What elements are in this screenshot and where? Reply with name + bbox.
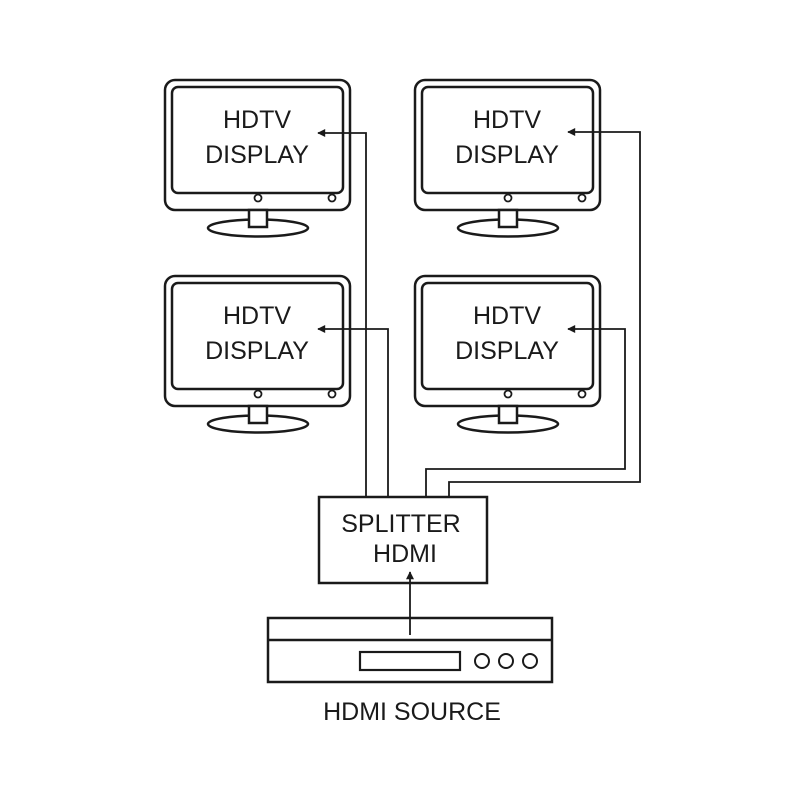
tv-power-icon	[577, 193, 587, 203]
display-bottom-right: HDTV DISPLAY	[413, 274, 602, 434]
tv-button-icon	[503, 193, 513, 203]
display-label-line1: HDTV	[223, 106, 291, 134]
cable-to-top-right	[448, 128, 641, 497]
display-label-line1: HDTV	[473, 106, 541, 134]
cable-to-bottom-right	[425, 325, 626, 497]
splitter-label-line1: SPLITTER	[341, 510, 460, 538]
display-label-line2: DISPLAY	[455, 141, 559, 169]
tv-power-icon	[327, 389, 337, 399]
source-button-icon	[522, 653, 538, 669]
source-button-icon	[474, 653, 490, 669]
tv-stand-neck	[497, 404, 519, 425]
cable-to-bottom-left	[317, 325, 389, 497]
display-label-line2: DISPLAY	[205, 141, 309, 169]
hdmi-source-device: HDMI SOURCE	[266, 616, 554, 726]
tv-power-icon	[327, 193, 337, 203]
tv-button-icon	[253, 389, 263, 399]
display-top-right: HDTV DISPLAY	[413, 78, 602, 238]
display-label-line1: HDTV	[473, 302, 541, 330]
source-button-icon	[498, 653, 514, 669]
disc-slot-icon	[358, 650, 462, 672]
splitter-box	[317, 495, 489, 585]
display-label-line2: DISPLAY	[455, 337, 559, 365]
tv-screen	[170, 85, 345, 195]
tv-stand-neck	[497, 208, 519, 229]
source-label: HDMI SOURCE	[323, 698, 501, 726]
tv-stand-neck	[247, 208, 269, 229]
display-top-left: HDTV DISPLAY	[163, 78, 352, 238]
cable-to-top-left	[317, 129, 367, 497]
display-label-line2: DISPLAY	[205, 337, 309, 365]
source-chassis	[266, 616, 554, 684]
tv-screen	[170, 281, 345, 391]
tv-button-icon	[253, 193, 263, 203]
tv-button-icon	[503, 389, 513, 399]
tv-screen	[420, 85, 595, 195]
tv-power-icon	[577, 389, 587, 399]
tv-stand-neck	[247, 404, 269, 425]
hdmi-splitter: SPLITTER HDMI	[317, 495, 489, 585]
display-label-line1: HDTV	[223, 302, 291, 330]
display-bottom-left: HDTV DISPLAY	[163, 274, 352, 434]
tv-screen	[420, 281, 595, 391]
splitter-label-line2: HDMI	[373, 540, 437, 568]
